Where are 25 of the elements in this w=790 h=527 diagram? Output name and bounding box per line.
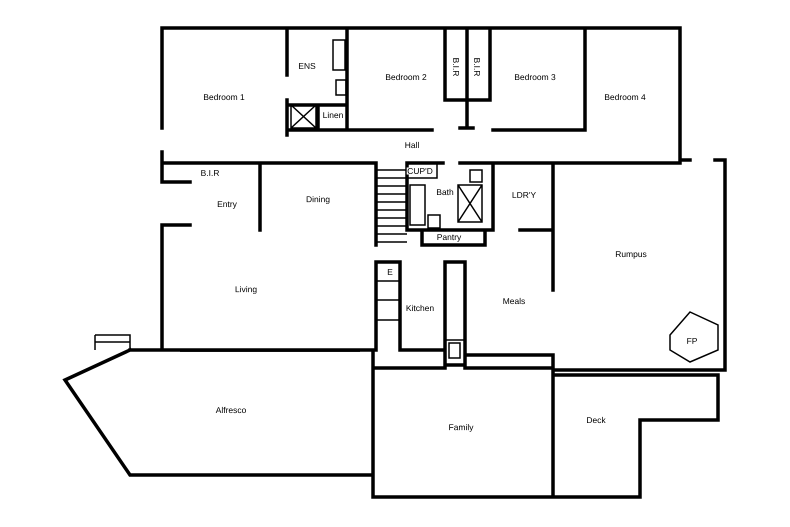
room-label: B.I.R [452, 57, 460, 77]
room-label: LDR'Y [511, 192, 537, 198]
room-label: Linen [322, 111, 344, 119]
room-label: Family [448, 424, 474, 432]
room-label: Kitchen [405, 304, 435, 312]
room-label: B.I.R [474, 57, 480, 77]
room-label: FP [686, 338, 698, 344]
room-label: Meals [502, 297, 526, 305]
room-label: ENS [298, 62, 316, 70]
room-label: Bath [436, 188, 454, 196]
room-label: Pantry [436, 234, 462, 242]
room-label: Bedroom 2 [384, 73, 428, 81]
room-label: E [386, 268, 394, 276]
room-label: Dining [306, 196, 330, 204]
room-label: Bedroom 1 [202, 93, 246, 101]
room-label: Bedroom 3 [514, 73, 556, 81]
room-label: Hall [404, 141, 420, 149]
room-label: Living [234, 286, 258, 294]
room-label: CUP'D [406, 168, 434, 174]
room-label: Alfresco [215, 406, 247, 414]
room-label: Bedroom 4 [604, 93, 646, 101]
room-label: Deck [586, 416, 606, 424]
room-label: Entry [216, 200, 238, 210]
room-label: B.I.R [200, 170, 220, 176]
room-label: Rumpus [614, 250, 648, 260]
